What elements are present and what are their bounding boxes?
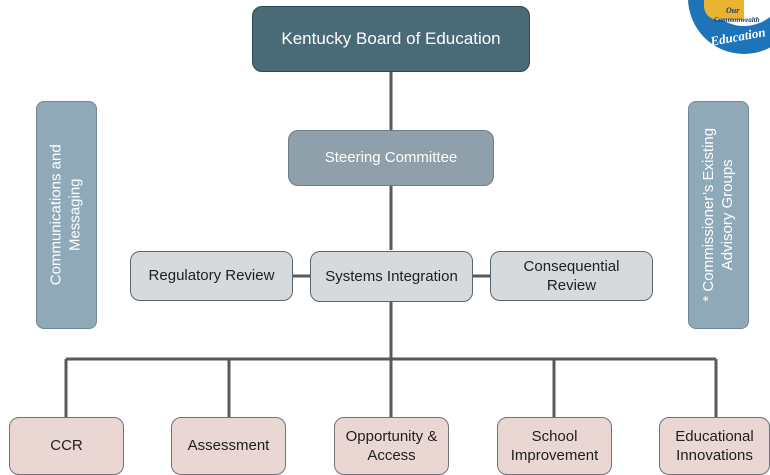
consequential-review-line2: Review <box>546 277 597 294</box>
advisory-groups-box: * Commissioner’s Existing Advisory Group… <box>688 101 749 329</box>
communications-line2: Messaging <box>66 178 84 252</box>
communications-line1: Communications and <box>47 144 65 286</box>
workgroup-opportunity-line1: Opportunity & <box>345 427 438 445</box>
workgroup-ccr: CCR <box>9 417 124 475</box>
logo-text-our: Our <box>726 6 740 15</box>
steering-committee-box: Steering Committee <box>288 130 494 186</box>
consequential-review-line1: Consequential <box>523 257 620 275</box>
workgroup-opportunity-access: Opportunity & Access <box>334 417 449 475</box>
systems-integration-box: Systems Integration <box>310 251 473 302</box>
systems-integration-label: Systems Integration <box>325 267 458 285</box>
regulatory-review-box: Regulatory Review <box>130 251 293 301</box>
steering-committee-label: Steering Committee <box>324 149 458 167</box>
logo-text-commonwealth: Commonwealth <box>714 16 760 24</box>
workgroup-assessment: Assessment <box>171 417 286 475</box>
communications-box: Communications and Messaging <box>36 101 97 329</box>
logo-kentucky-shape <box>704 0 744 20</box>
regulatory-review-label: Regulatory Review <box>148 267 275 285</box>
board-label: Kentucky Board of Education <box>281 28 501 48</box>
advisory-groups-line2: Advisory Groups <box>718 159 736 271</box>
board-box: Kentucky Board of Education <box>252 6 530 72</box>
workgroup-school-line1: School <box>531 427 578 445</box>
advisory-groups-line1: * Commissioner’s Existing <box>699 128 717 302</box>
workgroup-ccr-label: CCR <box>50 437 83 455</box>
workgroup-opportunity-line2: Access <box>367 447 416 464</box>
logo-text-education: Education <box>709 24 767 49</box>
workgroup-school-improvement: School Improvement <box>497 417 612 475</box>
workgroup-assessment-label: Assessment <box>187 437 270 455</box>
advisory-groups-label: * Commissioner’s Existing Advisory Group… <box>700 128 738 302</box>
workgroup-school-line2: Improvement <box>510 447 599 464</box>
workgroup-innovations-line2: Innovations <box>676 447 753 464</box>
commonwealth-education-logo: Our Commonwealth Education <box>688 0 770 54</box>
workgroup-educational-innovations: Educational Innovations <box>659 417 770 475</box>
workgroup-innovations-line1: Educational <box>675 427 754 445</box>
consequential-review-box: Consequential Review <box>490 251 653 301</box>
communications-label: Communications and Messaging <box>48 145 86 286</box>
